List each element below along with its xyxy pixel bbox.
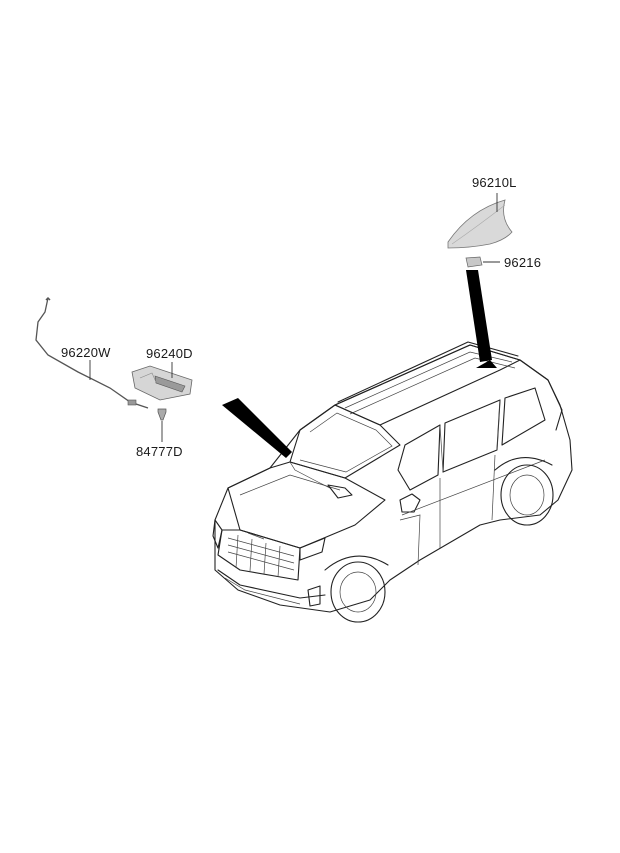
label-shark-fin-antenna: 96210L <box>472 175 517 190</box>
dash-pointer <box>222 398 292 458</box>
label-antenna-pad: 96216 <box>504 255 542 270</box>
screw <box>157 408 167 442</box>
antenna-module <box>131 362 193 401</box>
label-screw: 84777D <box>136 444 183 459</box>
roof-pointer <box>466 270 492 362</box>
vehicle-outline <box>212 341 573 623</box>
antenna-pad <box>465 256 500 268</box>
feeder-cable <box>35 296 149 409</box>
label-feeder-cable: 96220W <box>61 345 111 360</box>
shark-fin-antenna <box>447 193 513 249</box>
pointer-arrows <box>222 270 492 458</box>
label-antenna-module: 96240D <box>146 346 193 361</box>
